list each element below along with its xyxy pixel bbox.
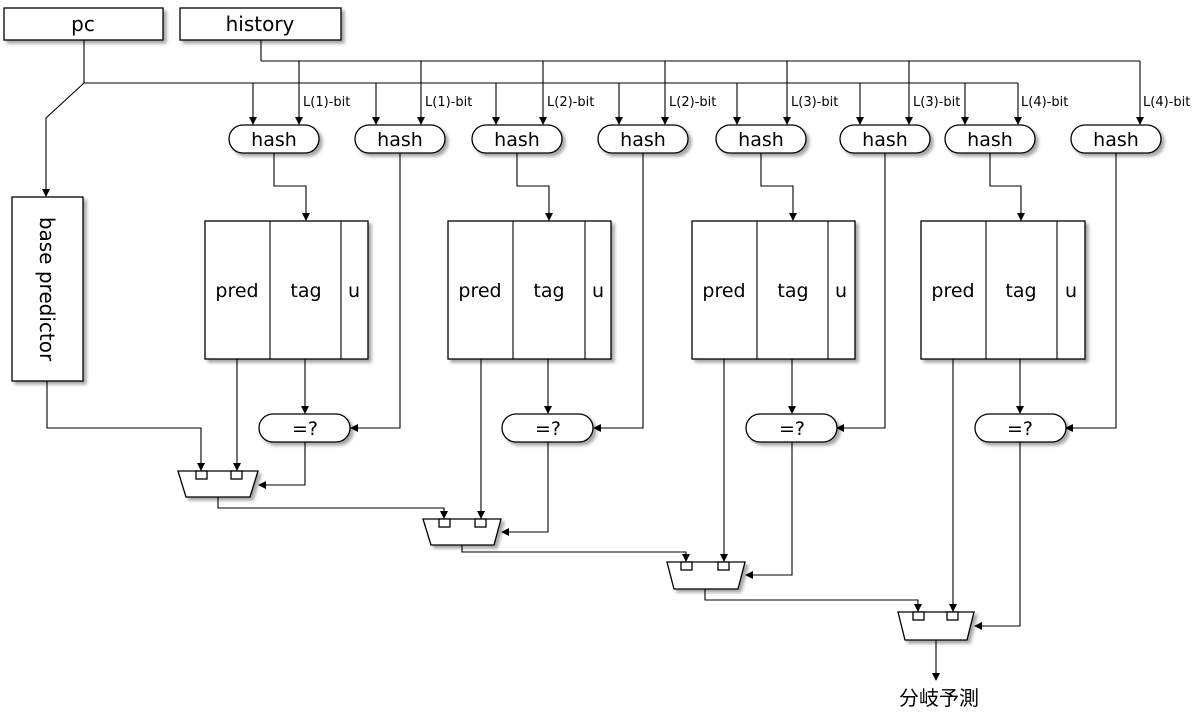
compare-label: =? bbox=[779, 418, 805, 440]
hash-label: hash bbox=[377, 129, 423, 151]
history-input-box: history bbox=[179, 7, 342, 41]
compare-label: =? bbox=[535, 418, 561, 440]
u-column: u bbox=[1065, 280, 1077, 302]
pred-column: pred bbox=[702, 280, 745, 302]
history-bits-4b: L(4)-bit bbox=[1143, 95, 1190, 110]
tag-column: tag bbox=[1005, 280, 1036, 302]
history-bits-2b: L(2)-bit bbox=[669, 95, 716, 110]
history-bits-3a: L(3)-bit bbox=[791, 95, 838, 110]
mux-data-wires bbox=[46, 359, 957, 612]
history-bus bbox=[260, 40, 1144, 125]
tag-column: tag bbox=[777, 280, 808, 302]
pred-column: pred bbox=[931, 280, 974, 302]
tag-comparator-3: =? bbox=[745, 413, 838, 443]
history-bits-1b: L(1)-bit bbox=[425, 95, 472, 110]
history-bits-4a: L(4)-bit bbox=[1021, 95, 1068, 110]
base-predictor-label: base predictor bbox=[35, 217, 59, 362]
base-predictor: base predictor bbox=[11, 196, 84, 382]
hash-to-compare-wires bbox=[350, 153, 1117, 432]
tag-column: tag bbox=[533, 280, 564, 302]
mux-2 bbox=[422, 518, 502, 546]
hash-index-1: hash bbox=[228, 124, 320, 154]
history-bit-labels: L(1)-bit L(1)-bit L(2)-bit L(2)-bit L(3)… bbox=[303, 95, 1190, 110]
pc-input-box: pc bbox=[3, 7, 164, 41]
hash-index-4: hash bbox=[944, 124, 1036, 154]
tagged-table-1: pred tag u bbox=[204, 220, 369, 360]
tag-column: tag bbox=[290, 280, 321, 302]
u-column: u bbox=[592, 280, 604, 302]
pred-column: pred bbox=[215, 280, 258, 302]
hash-label: hash bbox=[967, 129, 1013, 151]
history-bits-3b: L(3)-bit bbox=[913, 95, 960, 110]
tag-comparator-2: =? bbox=[501, 413, 594, 443]
mux-select-wires bbox=[258, 442, 1021, 630]
compare-label: =? bbox=[292, 418, 318, 440]
multiplexers bbox=[177, 470, 975, 641]
mux-4 bbox=[897, 611, 975, 641]
tagged-table-4: pred tag u bbox=[920, 220, 1086, 360]
history-bits-2a: L(2)-bit bbox=[547, 95, 594, 110]
tag-to-compare-wires bbox=[301, 359, 1024, 414]
hash-tag-2: hash bbox=[597, 124, 689, 154]
hash-tag-3: hash bbox=[839, 124, 931, 154]
hash-tag-1: hash bbox=[354, 124, 446, 154]
u-column: u bbox=[348, 280, 360, 302]
hash-label: hash bbox=[1093, 129, 1139, 151]
comparators: =? =? =? =? bbox=[258, 413, 1067, 443]
hash-index-3: hash bbox=[715, 124, 807, 154]
mux-3 bbox=[666, 561, 746, 590]
hash-index-2: hash bbox=[471, 124, 563, 154]
tag-comparator-4: =? bbox=[974, 413, 1067, 443]
mux-1 bbox=[177, 470, 259, 498]
branch-prediction-output: 分岐予測 bbox=[899, 686, 979, 710]
pred-column: pred bbox=[458, 280, 501, 302]
history-bits-1a: L(1)-bit bbox=[303, 95, 350, 110]
hash-units: hash hash hash hash hash hash hash hash bbox=[228, 124, 1162, 154]
pc-label: pc bbox=[71, 12, 95, 36]
history-label: history bbox=[226, 12, 295, 36]
hash-label: hash bbox=[251, 129, 297, 151]
hash-label: hash bbox=[862, 129, 908, 151]
u-column: u bbox=[835, 280, 847, 302]
compare-label: =? bbox=[1007, 418, 1033, 440]
hash-label: hash bbox=[620, 129, 666, 151]
hash-label: hash bbox=[494, 129, 540, 151]
tag-comparator-1: =? bbox=[258, 413, 351, 443]
tagged-table-3: pred tag u bbox=[691, 220, 856, 360]
hash-tag-4: hash bbox=[1070, 124, 1162, 154]
index-wires bbox=[273, 153, 1025, 221]
tagged-table-2: pred tag u bbox=[447, 220, 612, 360]
pc-bus bbox=[42, 40, 1022, 197]
hash-label: hash bbox=[738, 129, 784, 151]
